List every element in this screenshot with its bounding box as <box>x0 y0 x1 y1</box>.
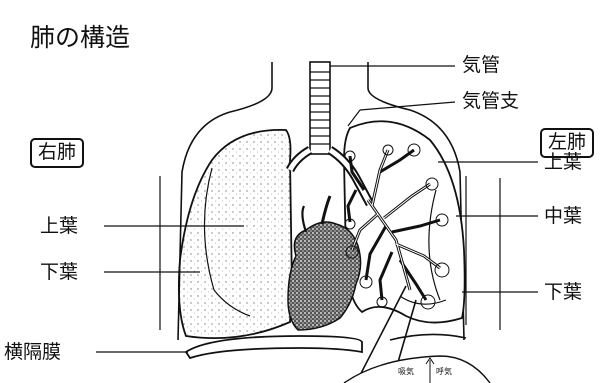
label-trachea: 気管 <box>462 56 500 75</box>
heart <box>288 222 361 330</box>
inset-circle <box>344 356 490 383</box>
label-lower-lobe-left: 下葉 <box>544 283 582 302</box>
label-upper-lobe-right: 上葉 <box>40 217 78 236</box>
label-right-lung: 右肺 <box>30 138 84 168</box>
right-lung <box>179 130 292 338</box>
label-lower-lobe-right: 下葉 <box>40 263 78 282</box>
label-bronchus: 気管支 <box>462 92 519 111</box>
label-inhale: 吸気 <box>398 368 414 376</box>
trachea-tube <box>310 62 330 154</box>
left-lung <box>344 121 465 322</box>
page-title: 肺の構造 <box>30 18 130 54</box>
label-exhale: 呼気 <box>436 368 452 376</box>
label-middle-lobe: 中葉 <box>544 207 582 226</box>
diaphragm <box>186 336 362 358</box>
label-diaphragm: 横隔膜 <box>4 343 61 362</box>
label-upper-lobe-left: 上葉 <box>544 153 582 172</box>
